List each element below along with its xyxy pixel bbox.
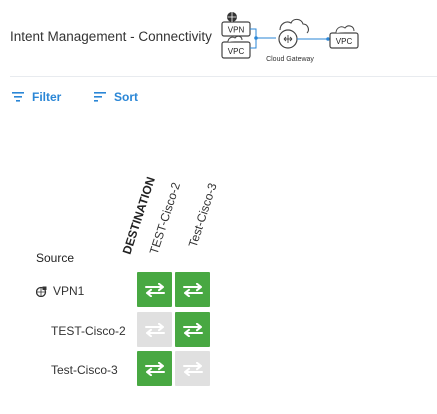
cloud-gateway-label: Cloud Gateway [266,56,314,63]
connectivity-cell[interactable] [137,312,172,347]
cloud-gateway-node [278,18,309,49]
connectivity-cell[interactable] [175,351,210,386]
globe-lock-icon [36,286,47,297]
row-label-test-cisco-3: Test-Cisco-3 [51,363,118,377]
sort-label: Sort [114,90,138,104]
connectivity-cell[interactable] [175,272,210,307]
vpc-node-left-label: VPC [228,47,245,56]
header-divider [10,76,437,77]
column-header-test-cisco-3: Test-Cisco-3 [185,181,220,249]
row-label-vpn1: VPN1 [36,284,84,298]
bidirectional-arrow-icon [144,361,165,376]
vpc-node-left: VPC [221,35,251,59]
connector-node-right [326,37,330,41]
filter-icon [12,92,24,102]
bidirectional-arrow-icon [182,361,203,376]
connectivity-cell[interactable] [137,272,172,307]
bidirectional-arrow-icon [144,282,165,297]
sort-icon [94,92,106,102]
sort-button[interactable]: Sort [94,90,138,104]
row-label-test-cisco-2: TEST-Cisco-2 [51,324,126,338]
vpc-node-right: VPC [329,25,359,49]
connectivity-cell[interactable] [137,351,172,386]
vpn-node: VPN [221,21,251,37]
bidirectional-arrow-icon [182,322,203,337]
vpn-node-label: VPN [228,26,245,35]
source-header: Source [36,251,75,265]
connectivity-cell[interactable] [175,312,210,347]
vpc-node-right-label: VPC [336,37,353,46]
bidirectional-arrow-icon [182,282,203,297]
connector-node [254,36,258,40]
row-label-text: TEST-Cisco-2 [51,324,126,338]
bidirectional-arrow-icon [144,322,165,337]
page-title: Intent Management - Connectivity [10,29,212,44]
connector-line [250,28,276,49]
row-label-text: Test-Cisco-3 [51,363,118,377]
connectivity-diagram: VPN VPC Cloud Gateway VPC [221,12,359,63]
filter-label: Filter [32,90,62,104]
filter-button[interactable]: Filter [12,90,61,104]
globe-icon [227,12,237,22]
row-label-text: VPN1 [53,284,85,298]
